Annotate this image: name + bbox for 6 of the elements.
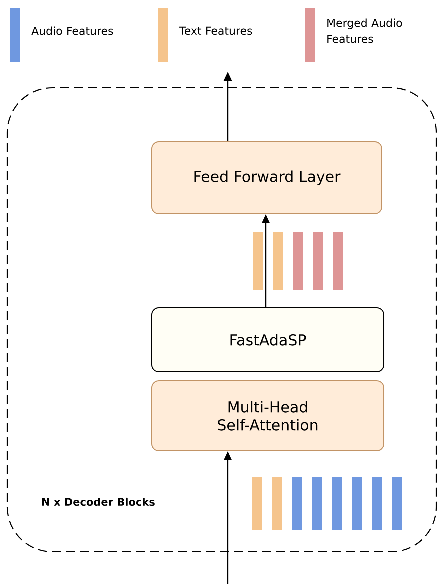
layer-box: Multi-Head Self-Attention: [152, 380, 384, 452]
legend-label: Audio Features: [32, 26, 114, 36]
legend-label: Merged Audio Features: [328, 18, 402, 44]
layer-box: Feed Forward Layer: [152, 142, 382, 214]
module-box: FastAdaSP: [152, 308, 384, 372]
legend-label: Text Features: [180, 26, 252, 36]
